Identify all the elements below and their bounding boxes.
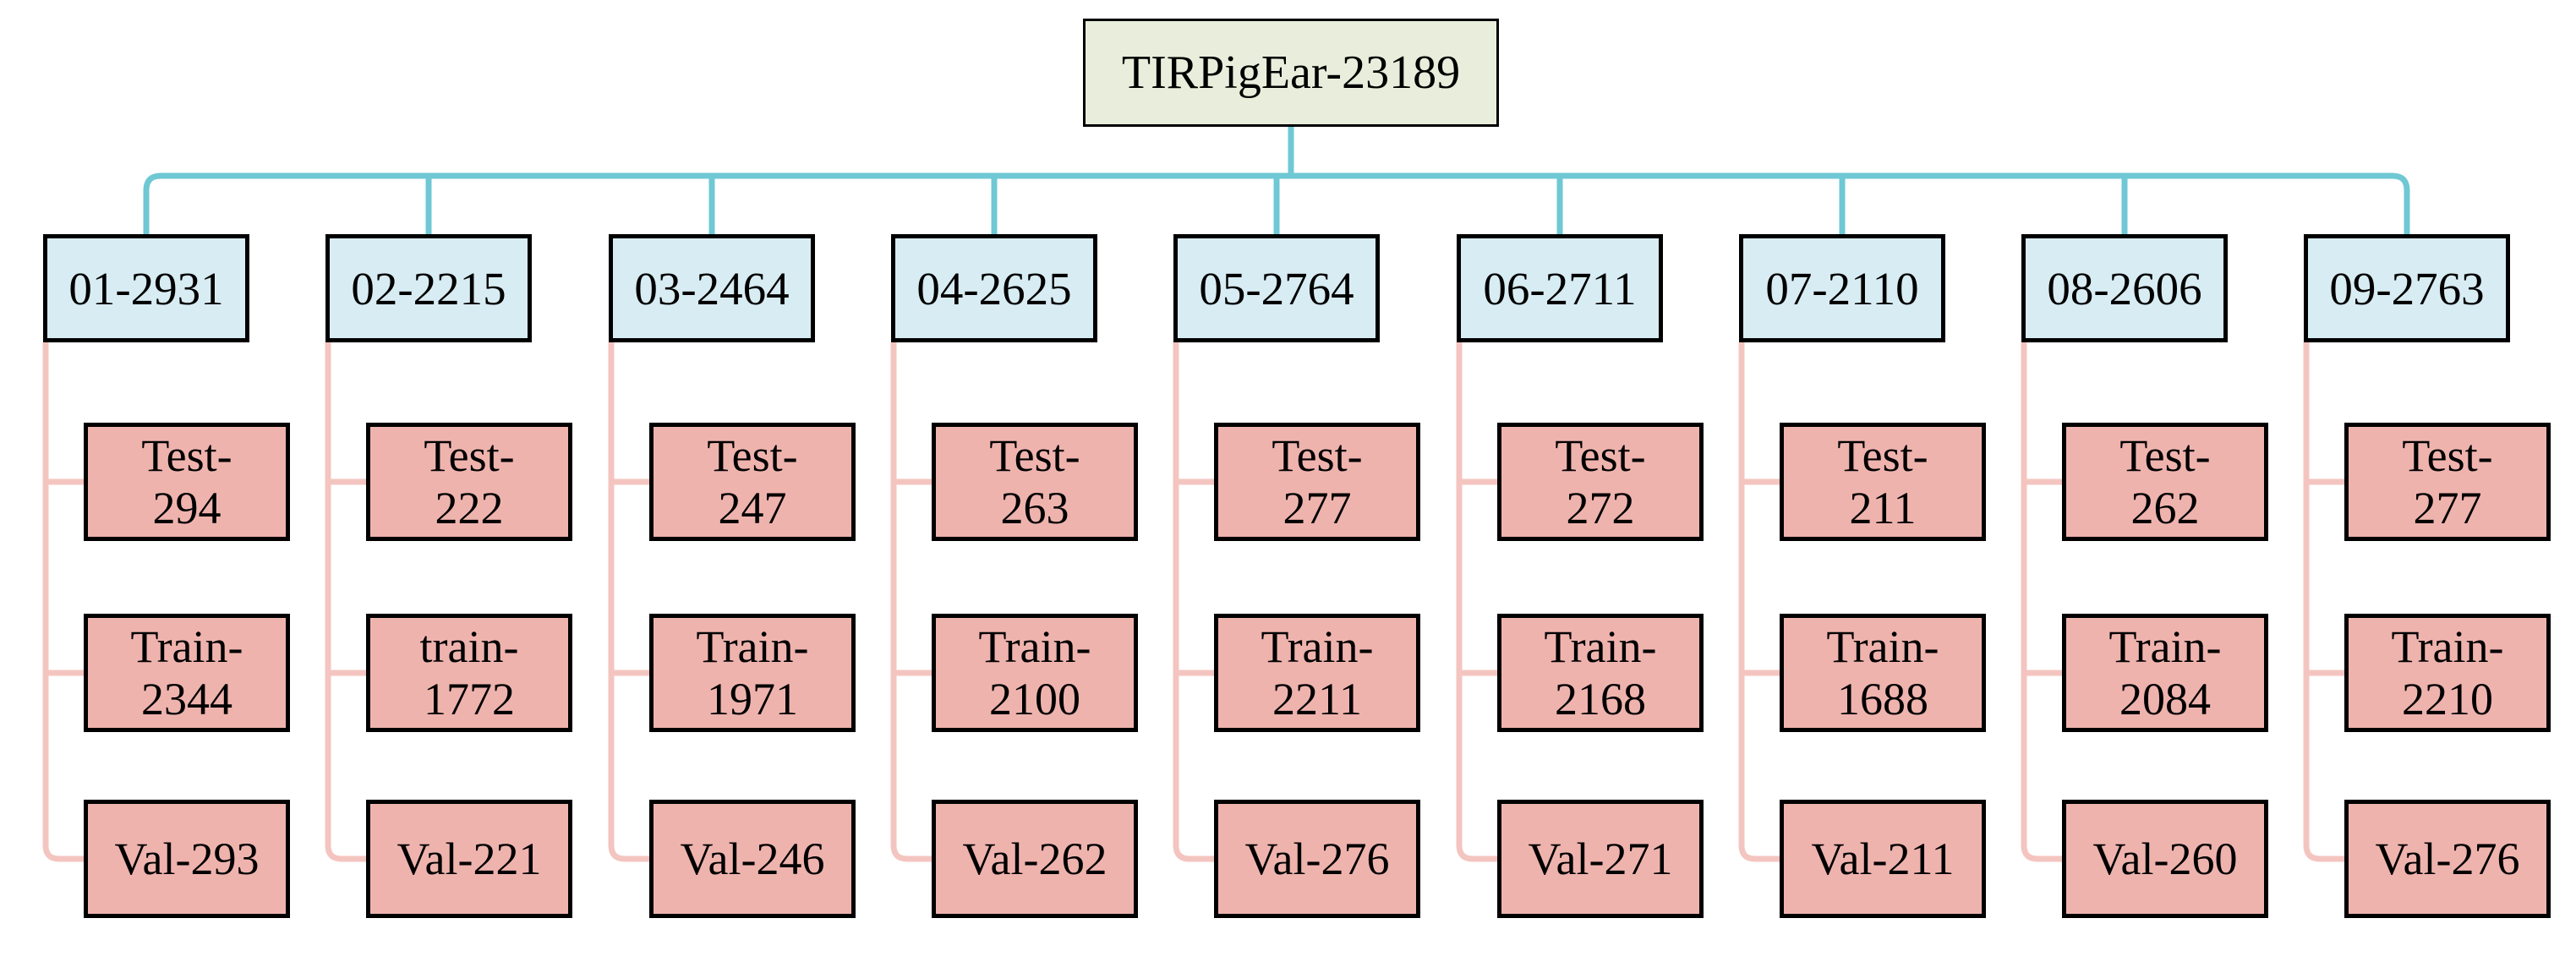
node-label: Test- (424, 430, 515, 481)
val-node: Val-276 (2344, 800, 2551, 918)
node-label: Train- (1544, 621, 1657, 672)
val-node: Val-262 (932, 800, 1138, 918)
day-node: 07-2110 (1739, 234, 1945, 342)
node-label: 1971 (707, 674, 798, 724)
node-label: 262 (2130, 483, 2200, 533)
node-label: Train- (2108, 621, 2222, 672)
column-02: 02-2215 Test-222 train-1772 Val-221 (325, 234, 576, 918)
node-label: 1688 (1837, 674, 1928, 724)
train-node: Train-2211 (1214, 614, 1420, 732)
train-node: Train-2210 (2344, 614, 2551, 732)
val-node: Val-293 (84, 800, 290, 918)
node-label: 247 (718, 483, 787, 533)
column-06: 06-2711 Test-272 Train-2168 Val-271 (1457, 234, 1707, 918)
node-label: 1772 (424, 674, 515, 724)
hanger-line (1738, 342, 1781, 862)
node-label: 2100 (989, 674, 1080, 724)
node-label: Test- (1837, 430, 1928, 481)
day-node: 08-2606 (2021, 234, 2228, 342)
val-node: Val-260 (2062, 800, 2268, 918)
day-node: 02-2215 (325, 234, 532, 342)
node-label: 222 (435, 483, 504, 533)
day-node: 06-2711 (1457, 234, 1663, 342)
test-node: Test-222 (366, 423, 572, 541)
test-node: Test-211 (1780, 423, 1986, 541)
test-node: Test-247 (649, 423, 856, 541)
train-node: Train-2084 (2062, 614, 2268, 732)
node-label: Test- (2402, 430, 2493, 481)
node-label: Train- (978, 621, 1091, 672)
node-label: 2168 (1555, 674, 1646, 724)
val-node: Val-246 (649, 800, 856, 918)
node-label: 2211 (1272, 674, 1362, 724)
hanger-line (1456, 342, 1499, 862)
test-node: Test-263 (932, 423, 1138, 541)
hanger-line (608, 342, 651, 862)
node-label: 2344 (141, 674, 232, 724)
node-label: 272 (1566, 483, 1635, 533)
hanger-line (42, 342, 85, 862)
column-03: 03-2464 Test-247 Train-1971 Val-246 (609, 234, 859, 918)
node-label: 263 (1000, 483, 1069, 533)
val-node: Val-221 (366, 800, 572, 918)
column-04: 04-2625 Test-263 Train-2100 Val-262 (891, 234, 1141, 918)
day-node: 01-2931 (43, 234, 249, 342)
val-node: Val-276 (1214, 800, 1420, 918)
column-01: 01-2931 Test-294 Train-2344 Val-293 (43, 234, 293, 918)
node-label: Train- (1261, 621, 1374, 672)
day-node: 03-2464 (609, 234, 815, 342)
root-node: TIRPigEar-23189 (1083, 19, 1499, 127)
val-node: Val-211 (1780, 800, 1986, 918)
test-node: Test-262 (2062, 423, 2268, 541)
node-label: Train- (696, 621, 809, 672)
test-node: Test-272 (1497, 423, 1704, 541)
node-label: 277 (1283, 483, 1352, 533)
day-node: 09-2763 (2304, 234, 2510, 342)
column-05: 05-2764 Test-277 Train-2211 Val-276 (1173, 234, 1424, 918)
train-node: Train-2344 (84, 614, 290, 732)
hanger-line (325, 342, 368, 862)
train-node: train-1772 (366, 614, 572, 732)
day-node: 04-2625 (891, 234, 1097, 342)
hanger-line (2303, 342, 2346, 862)
node-label: Train- (130, 621, 243, 672)
node-label: Test- (989, 430, 1080, 481)
column-07: 07-2110 Test-211 Train-1688 Val-211 (1739, 234, 1989, 918)
node-label: train- (419, 621, 519, 672)
train-node: Train-2100 (932, 614, 1138, 732)
node-label: 294 (152, 483, 222, 533)
node-label: Test- (2119, 430, 2211, 481)
test-node: Test-277 (2344, 423, 2551, 541)
node-label: Train- (1826, 621, 1939, 672)
hanger-line (1173, 342, 1216, 862)
node-label: Train- (2391, 621, 2504, 672)
node-label: Test- (141, 430, 232, 481)
val-node: Val-271 (1497, 800, 1704, 918)
train-node: Train-1688 (1780, 614, 1986, 732)
node-label: Test- (1555, 430, 1646, 481)
column-08: 08-2606 Test-262 Train-2084 Val-260 (2021, 234, 2272, 918)
node-label: Test- (1272, 430, 1363, 481)
node-label: 2210 (2402, 674, 2493, 724)
node-label: Test- (707, 430, 798, 481)
test-node: Test-277 (1214, 423, 1420, 541)
test-node: Test-294 (84, 423, 290, 541)
node-label: 2084 (2119, 674, 2211, 724)
train-node: Train-2168 (1497, 614, 1704, 732)
train-node: Train-1971 (649, 614, 856, 732)
column-09: 09-2763 Test-277 Train-2210 Val-276 (2304, 234, 2554, 918)
node-label: 211 (1849, 483, 1917, 533)
hanger-line (890, 342, 933, 862)
node-label: 277 (2413, 483, 2482, 533)
hanger-line (2021, 342, 2064, 862)
day-node: 05-2764 (1173, 234, 1380, 342)
